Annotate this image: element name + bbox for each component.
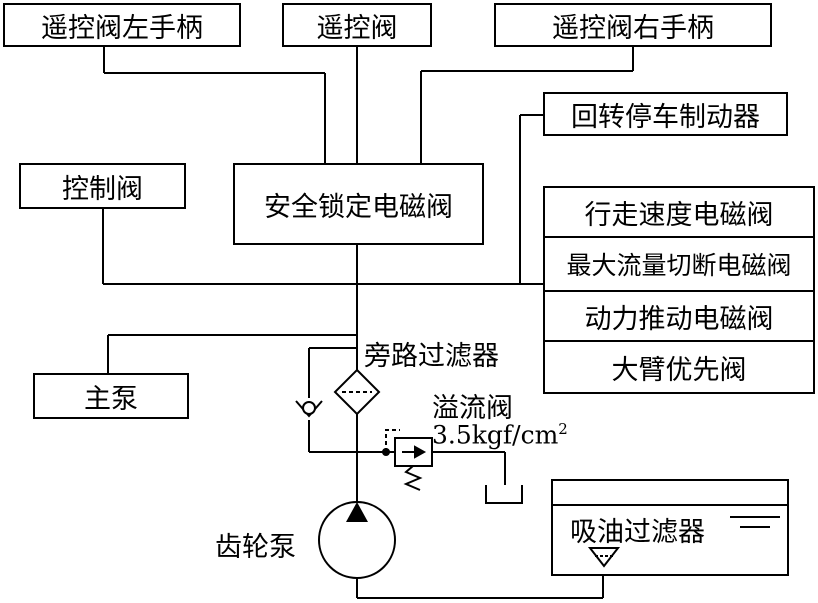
check-valve-icon bbox=[295, 400, 323, 418]
max-flow-cut-solenoid-label: 最大流量切断电磁阀 bbox=[566, 251, 792, 280]
swing-brake-label: 回转停车制动器 bbox=[571, 101, 760, 133]
left-handle-label: 遥控阀左手柄 bbox=[41, 12, 203, 44]
left-handle-box: 遥控阀左手柄 bbox=[3, 3, 241, 47]
max-flow-cut-solenoid-box: 最大流量切断电磁阀 bbox=[543, 236, 815, 292]
gear-pump-icon bbox=[318, 501, 396, 579]
travel-speed-solenoid-label: 行走速度电磁阀 bbox=[584, 199, 774, 231]
main-pump-box: 主泵 bbox=[33, 373, 189, 419]
suction-filter-label: 吸油过滤器 bbox=[570, 517, 705, 548]
right-handle-box: 遥控阀右手柄 bbox=[494, 3, 772, 47]
safety-lock-label: 安全锁定电磁阀 bbox=[264, 191, 453, 223]
relief-valve-icon bbox=[382, 429, 433, 491]
travel-speed-solenoid-box: 行走速度电磁阀 bbox=[543, 186, 815, 238]
power-boost-solenoid-label: 动力推动电磁阀 bbox=[584, 303, 774, 335]
control-valve-box: 控制阀 bbox=[19, 163, 186, 209]
boom-priority-valve-box: 大臂优先阀 bbox=[543, 340, 815, 394]
boom-priority-valve-label: 大臂优先阀 bbox=[611, 354, 747, 386]
bypass-filter-label: 旁路过滤器 bbox=[364, 341, 499, 372]
main-pump-label: 主泵 bbox=[84, 383, 138, 415]
power-boost-solenoid-box: 动力推动电磁阀 bbox=[543, 290, 815, 342]
gear-pump-label: 齿轮泵 bbox=[215, 532, 296, 563]
swing-brake-box: 回转停车制动器 bbox=[543, 92, 788, 136]
right-handle-label: 遥控阀右手柄 bbox=[552, 12, 714, 44]
remote-valve-box: 遥控阀 bbox=[282, 3, 432, 47]
remote-valve-label: 遥控阀 bbox=[316, 12, 398, 44]
control-valve-label: 控制阀 bbox=[62, 173, 143, 205]
relief-valve-label: 溢流阀 bbox=[432, 393, 513, 424]
bypass-filter-icon bbox=[333, 368, 381, 416]
relief-pressure-label: 3.5kgf/cm2 bbox=[432, 420, 568, 449]
relief-pressure-value: 3.5kgf/cm bbox=[432, 420, 559, 450]
suction-filter-icon bbox=[551, 479, 789, 576]
safety-lock-box: 安全锁定电磁阀 bbox=[233, 163, 484, 245]
relief-pressure-exponent: 2 bbox=[558, 420, 568, 438]
